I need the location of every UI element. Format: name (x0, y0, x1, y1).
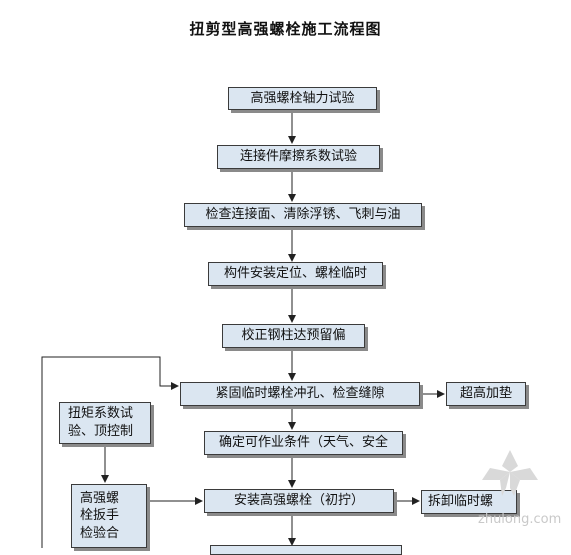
wrench-check-line-1: 高强螺 (80, 490, 120, 506)
step-4-box: 构件安装定位、螺栓临时 (208, 262, 383, 286)
torque-test-box: 扭矩系数试 验、顶控制 (59, 402, 151, 444)
step-2-box: 连接件摩擦系数试验 (217, 145, 380, 169)
step-3-box: 检查连接面、清除浮锈、飞刺与油 (184, 203, 422, 227)
step-5-box: 校正钢柱达预留偏 (222, 324, 365, 348)
watermark-logo-icon (482, 450, 538, 496)
step-7-label: 确定可作业条件（天气、安全 (218, 435, 388, 451)
shim-label: 超高加垫 (459, 386, 512, 402)
wrench-check-line-3: 检验合 (80, 525, 120, 541)
remove-temp-label: 拆卸临时螺 (428, 494, 494, 510)
step-6-box: 紧固临时螺栓冲孔、检查缝隙 (180, 382, 420, 406)
step-1-label: 高强螺栓轴力试验 (250, 90, 355, 106)
step-8-label: 安装高强螺栓（初拧） (233, 493, 364, 509)
torque-test-line-2: 验、顶控制 (68, 424, 134, 439)
feedback-loop (41, 356, 179, 548)
watermark-text: zhulong.com (478, 512, 562, 527)
shim-box: 超高加垫 (446, 382, 526, 406)
step-5-label: 校正钢柱达预留偏 (241, 328, 346, 344)
wrench-check-line-2: 栓扳手 (80, 508, 120, 524)
next-step-box-partial (210, 545, 402, 555)
step-4-label: 构件安装定位、螺栓临时 (223, 266, 367, 282)
torque-test-line-1: 扭矩系数试 (68, 406, 134, 422)
step-8-box: 安装高强螺栓（初拧） (204, 489, 394, 513)
step-2-label: 连接件摩擦系数试验 (239, 149, 357, 165)
step-3-label: 检查连接面、清除浮锈、飞刺与油 (205, 207, 401, 223)
diagram-title: 扭剪型高强螺栓施工流程图 (189, 20, 382, 38)
step-7-box: 确定可作业条件（天气、安全 (204, 431, 403, 455)
step-1-box: 高强螺栓轴力试验 (228, 87, 377, 110)
remove-temp-box: 拆卸临时螺 (421, 490, 517, 514)
step-6-label: 紧固临时螺栓冲孔、检查缝隙 (215, 386, 385, 402)
wrench-check-box: 高强螺 栓扳手 检验合 (71, 484, 147, 548)
